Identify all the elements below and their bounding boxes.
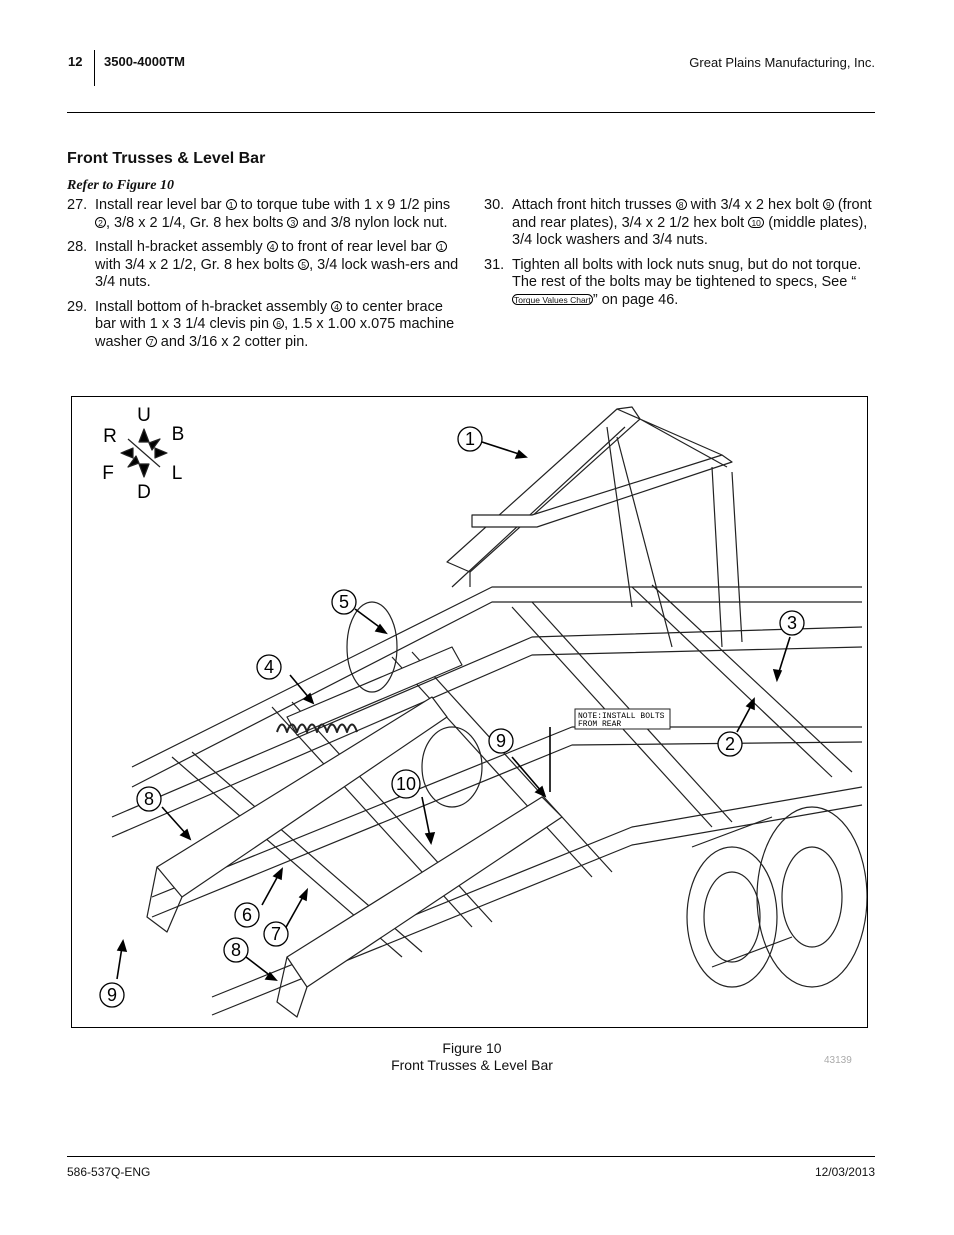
figure-10-illustration: U D R B F L NOTE:INSTALL BOLTS FROM REAR… — [71, 396, 868, 1028]
compass-back-label: B — [172, 424, 185, 445]
callout-3: 3 — [787, 613, 797, 633]
step-number: 31. — [484, 256, 505, 273]
step-text: (front and rear plates), 3/4 x 2 1/2 hex… — [512, 197, 872, 231]
callout-8-b: 8 — [231, 940, 241, 960]
instruction-step: 29.Install bottom of h-bracket assembly … — [67, 299, 459, 352]
step-text: and 3/8 nylon lock nut. — [298, 214, 448, 231]
note-label-line1: NOTE:INSTALL BOLTS — [578, 712, 665, 721]
header-divider — [94, 50, 95, 86]
part-callout-number: 3 — [287, 216, 299, 228]
instruction-step: 30. Attach front hitch trusses 8 with 3/4… — [484, 197, 876, 250]
compass-rose-icon — [120, 428, 168, 478]
step-text: , 1.5 x 1.00 x.075 machine washer — [95, 316, 455, 350]
step-text: to front of rear level bar — [277, 239, 436, 255]
figure-caption-number: Figure 10 — [442, 1040, 502, 1056]
callout-1: 1 — [465, 429, 475, 449]
step-text: Install rear level bar — [95, 197, 226, 213]
callout-10: 10 — [396, 774, 416, 794]
figure-part-number: 43139 — [824, 1055, 852, 1066]
step-number: 29. — [67, 298, 88, 315]
instruction-step: 31. Tighten all bolts with lock nuts snug… — [484, 257, 876, 310]
figure-reference: Refer to Figure 10 — [67, 178, 174, 193]
callout-8-a: 8 — [144, 789, 154, 809]
part-callout-number: 8 — [675, 199, 687, 210]
part-callout-number: 9 — [822, 199, 834, 210]
compass-down-label: D — [137, 482, 151, 503]
part-callout-number: 5 — [298, 258, 310, 270]
header-rule — [67, 112, 875, 113]
step-text: , 3/4 lock wash-ers and 3/4 nuts. — [95, 256, 459, 291]
callout-4: 4 — [264, 657, 274, 677]
step-text: Tighten all bolts with lock nuts snug, b… — [512, 256, 862, 291]
compass-rear-label: R — [103, 426, 117, 447]
compass-up-label: U — [137, 405, 151, 426]
footer-document-number: 586-537Q-ENG — [67, 1165, 151, 1179]
step-text: to center brace bar with 1 x 3 1/4 clevi… — [95, 298, 443, 333]
part-callout-number: Torque Values Chart — [512, 293, 593, 305]
step-text: (middle plates), 3/4 lock washers and 3/… — [512, 214, 868, 249]
callout-7: 7 — [271, 924, 281, 944]
part-callout-number: 4 — [331, 300, 343, 312]
company-name: Great Plains Manufacturing, Inc. — [689, 55, 875, 70]
steps-right-column: 30. Attach front hitch trusses 8 with 3/4… — [484, 197, 876, 316]
step-number: 28. — [67, 239, 88, 255]
instruction-step: 27. Install rear level bar 1 to torque tu… — [67, 197, 459, 232]
part-callout-number: 10 — [748, 216, 765, 228]
figure-caption-title: Front Trusses & Level Bar — [391, 1057, 553, 1073]
part-callout-number: 7 — [145, 335, 157, 347]
step-text: Install h-bracket assembly — [95, 239, 267, 255]
steps-left-column: 27. Install rear level bar 1 to torque tu… — [67, 197, 459, 358]
step-text: Install bottom of h-bracket assembly — [95, 298, 332, 315]
callout-9-a: 9 — [496, 731, 506, 751]
compass-front-label: F — [102, 463, 114, 484]
step-text: to torque tube with 1 x 9 1/2 pins — [236, 197, 451, 213]
step-text: and 3/16 x 2 cotter pin. — [156, 333, 309, 350]
part-callout-number: 6 — [273, 318, 285, 329]
callout-6: 6 — [242, 905, 252, 925]
part-callout-number: 4 — [266, 241, 278, 252]
page-number: 12 — [68, 54, 83, 69]
compass-lateral-label: L — [172, 463, 183, 484]
step-text: Attach front hitch trusses — [512, 197, 676, 213]
step-text: ” on page 46. — [592, 291, 679, 308]
footer-date: 12/03/2013 — [814, 1165, 875, 1179]
part-callout-number: 1 — [225, 199, 237, 210]
footer-rule — [67, 1156, 875, 1157]
step-text: with 3/4 x 2 hex bolt — [686, 197, 823, 213]
part-callout-number: 2 — [95, 216, 106, 228]
part-callout-number: 1 — [435, 241, 447, 252]
callout-9-b: 9 — [107, 985, 117, 1005]
callout-5: 5 — [339, 592, 349, 612]
step-number: 30. — [484, 197, 505, 213]
instruction-step: 28. Install h-bracket assembly 4 to front… — [67, 239, 459, 292]
step-text: with 3/4 x 2 1/2, Gr. 8 hex bolts — [95, 256, 299, 273]
step-number: 27. — [67, 197, 88, 213]
note-label-line2: FROM REAR — [578, 720, 621, 729]
section-title: Front Trusses & Level Bar — [67, 150, 266, 167]
callout-2: 2 — [725, 734, 735, 754]
step-text: , 3/8 x 2 1/4, Gr. 8 hex bolts — [106, 214, 288, 231]
document-title: 3500-4000TM — [104, 54, 185, 69]
